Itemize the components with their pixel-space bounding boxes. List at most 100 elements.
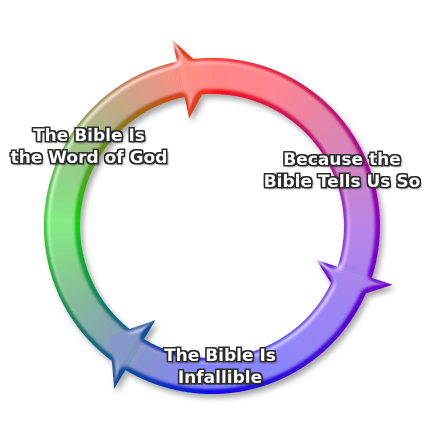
ring-segment (164, 352, 181, 390)
ring-segment (340, 185, 377, 200)
ring-segment (162, 63, 180, 100)
ring-segment (152, 349, 172, 386)
ring-segment (252, 66, 272, 103)
ring-segment (321, 132, 356, 158)
ring-segment (309, 310, 341, 340)
ring-segment (48, 180, 85, 197)
ring-segment (169, 353, 185, 391)
ring-segment (292, 327, 320, 360)
ring-segment (295, 324, 325, 356)
ring-segment (238, 354, 253, 391)
ring-segment (251, 350, 270, 387)
ring-segment (175, 354, 190, 392)
ring-segment (313, 118, 346, 146)
ring-segment (327, 283, 363, 307)
ring-segment (315, 303, 348, 331)
ring-segment (136, 344, 159, 380)
ring-segment (47, 186, 84, 201)
ring-segment (285, 86, 313, 121)
ring-segment (97, 98, 127, 130)
ring-segment (141, 70, 162, 107)
ring-segment (261, 70, 282, 106)
ring-segment (264, 344, 286, 381)
ring-segment (317, 299, 352, 327)
ring-segment (300, 101, 330, 133)
ring-segment (151, 66, 171, 103)
ring-segment (339, 253, 377, 269)
node-word-of-god: The Bible Is the Word of God (0, 125, 178, 169)
ring-segment (337, 262, 374, 278)
ring-segment (229, 355, 242, 393)
ring-segment (272, 340, 296, 376)
ring-segment (49, 175, 87, 192)
ring-segment (57, 153, 93, 175)
ring-segment (142, 346, 163, 382)
ring-segment (278, 80, 303, 115)
node-infallible-line2: Infallible (177, 368, 263, 388)
ring-segment (260, 346, 281, 383)
ring-segment (126, 339, 151, 375)
ring-segment (343, 220, 380, 228)
ring-segment (280, 335, 306, 370)
ring-segment (338, 179, 376, 196)
ring-segment (265, 72, 288, 108)
ring-segment (320, 295, 355, 322)
ring-segment (316, 122, 349, 150)
ring-segment (53, 164, 90, 184)
node-infallible-line1: The Bible Is (164, 346, 276, 366)
ring-segment (80, 307, 113, 337)
node-bible-tells: Because the Bible Tells Us So (252, 149, 432, 193)
ring-segment (81, 114, 114, 143)
node-word-of-god-line2: the Word of God (10, 148, 168, 168)
ring-segment (302, 317, 333, 349)
ring-segment (168, 61, 184, 99)
ring-segment (289, 90, 317, 123)
ring-segment (242, 352, 259, 390)
ring-segment (310, 113, 342, 143)
ring-segment (70, 296, 104, 323)
ring-segment (74, 123, 108, 151)
ring-segment (47, 254, 85, 270)
ring-segment (158, 351, 176, 388)
node-word-of-god-line1: The Bible Is (33, 126, 145, 146)
ring-segment (325, 287, 361, 312)
ring-segment (174, 61, 185, 98)
ring-segment (255, 348, 275, 385)
ring-segment (110, 87, 138, 121)
ring-segment (293, 93, 322, 126)
ring-segment (91, 318, 122, 349)
arrow-right-bottom-head (109, 320, 156, 389)
ring-segment (296, 97, 326, 129)
ring-segment (303, 105, 335, 136)
ring-segment (257, 68, 277, 105)
ring-segment (206, 57, 214, 95)
ring-segment (210, 357, 218, 394)
ring-segment (135, 73, 158, 109)
ring-segment (337, 174, 374, 191)
ring-segment (243, 62, 260, 100)
ring-segment (326, 142, 362, 166)
ring-segment (157, 64, 175, 102)
node-bible-tells-line2: Bible Tells Us So (263, 172, 421, 192)
ring-segment (328, 147, 364, 170)
ring-segment (67, 133, 103, 159)
ring-segment (67, 292, 102, 318)
ring-segment (332, 157, 369, 178)
ring-segment (248, 64, 266, 101)
ring-segment (234, 60, 249, 98)
ring-segment (45, 240, 82, 253)
ring-segment (305, 314, 337, 344)
ring-segment (341, 191, 378, 205)
ring-segment (54, 272, 91, 292)
ring-segment (93, 101, 123, 133)
ring-segment (61, 284, 97, 308)
ring-segment (269, 75, 293, 111)
ring-segment (56, 276, 93, 297)
ring-segment (323, 292, 358, 317)
ring-segment (89, 105, 120, 136)
ring-segment (49, 258, 86, 276)
node-bible-tells-line1: Because the (283, 150, 401, 170)
ring-segment (299, 320, 329, 353)
ring-segment (120, 81, 146, 116)
